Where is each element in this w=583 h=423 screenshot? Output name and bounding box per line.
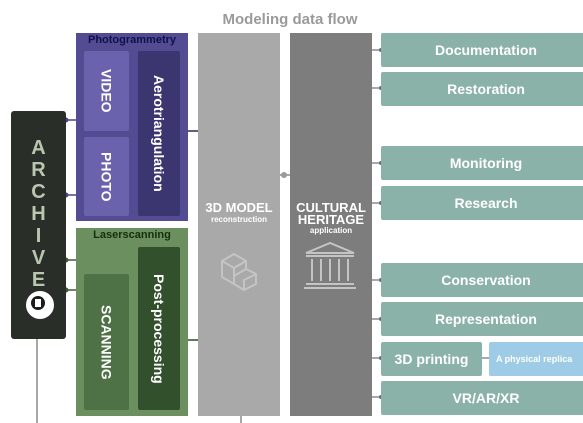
archive-label: A R C H I V E [31,137,46,291]
model-subtitle: reconstruction [210,215,267,224]
output-monitoring: Monitoring [381,146,583,180]
output-documentation: Documentation [381,33,583,67]
post-processing-label: Post-processing [151,273,167,384]
output-vr-ar-xr: VR/AR/XR [381,381,583,415]
cube-3d-icon [221,253,257,291]
output-representation: Representation [381,302,583,336]
photo-label: PHOTO [98,151,115,202]
aerotriangulation-box: Aerotriangulation [138,51,180,216]
output-restoration: Restoration [381,72,583,106]
model-title: 3D MODEL [205,200,273,215]
archive-block: A R C H I V E [11,111,66,339]
video-box: VIDEO [84,51,129,131]
photo-box: PHOTO [84,137,129,216]
scanning-label: SCANNING [98,304,115,380]
laserscanning-label: Laserscanning [93,229,171,241]
aerotriangulation-label: Aerotriangulation [151,75,167,192]
video-label: VIDEO [98,69,115,113]
diagram-title: Modeling data flow [222,11,358,28]
heritage-column: CULTURAL HERITAGE application [290,33,372,416]
photogrammetry-label: Photogrammetry [87,34,177,46]
output-conservation: Conservation [381,263,583,297]
output-3d-printing: 3D printing [381,342,482,376]
output-research: Research [381,186,583,220]
model-column: 3D MODEL reconstruction [198,33,280,416]
post-processing-box: Post-processing [138,247,180,410]
heritage-title-line2: HERITAGE [297,212,365,227]
heritage-subtitle: application [309,226,353,235]
output-physical-replica: A physical replica [489,342,583,376]
heritage-title-line1: CULTURAL [296,200,366,215]
archive-document-icon [26,291,54,319]
scanning-box: SCANNING [84,274,129,410]
museum-icon [304,241,356,289]
